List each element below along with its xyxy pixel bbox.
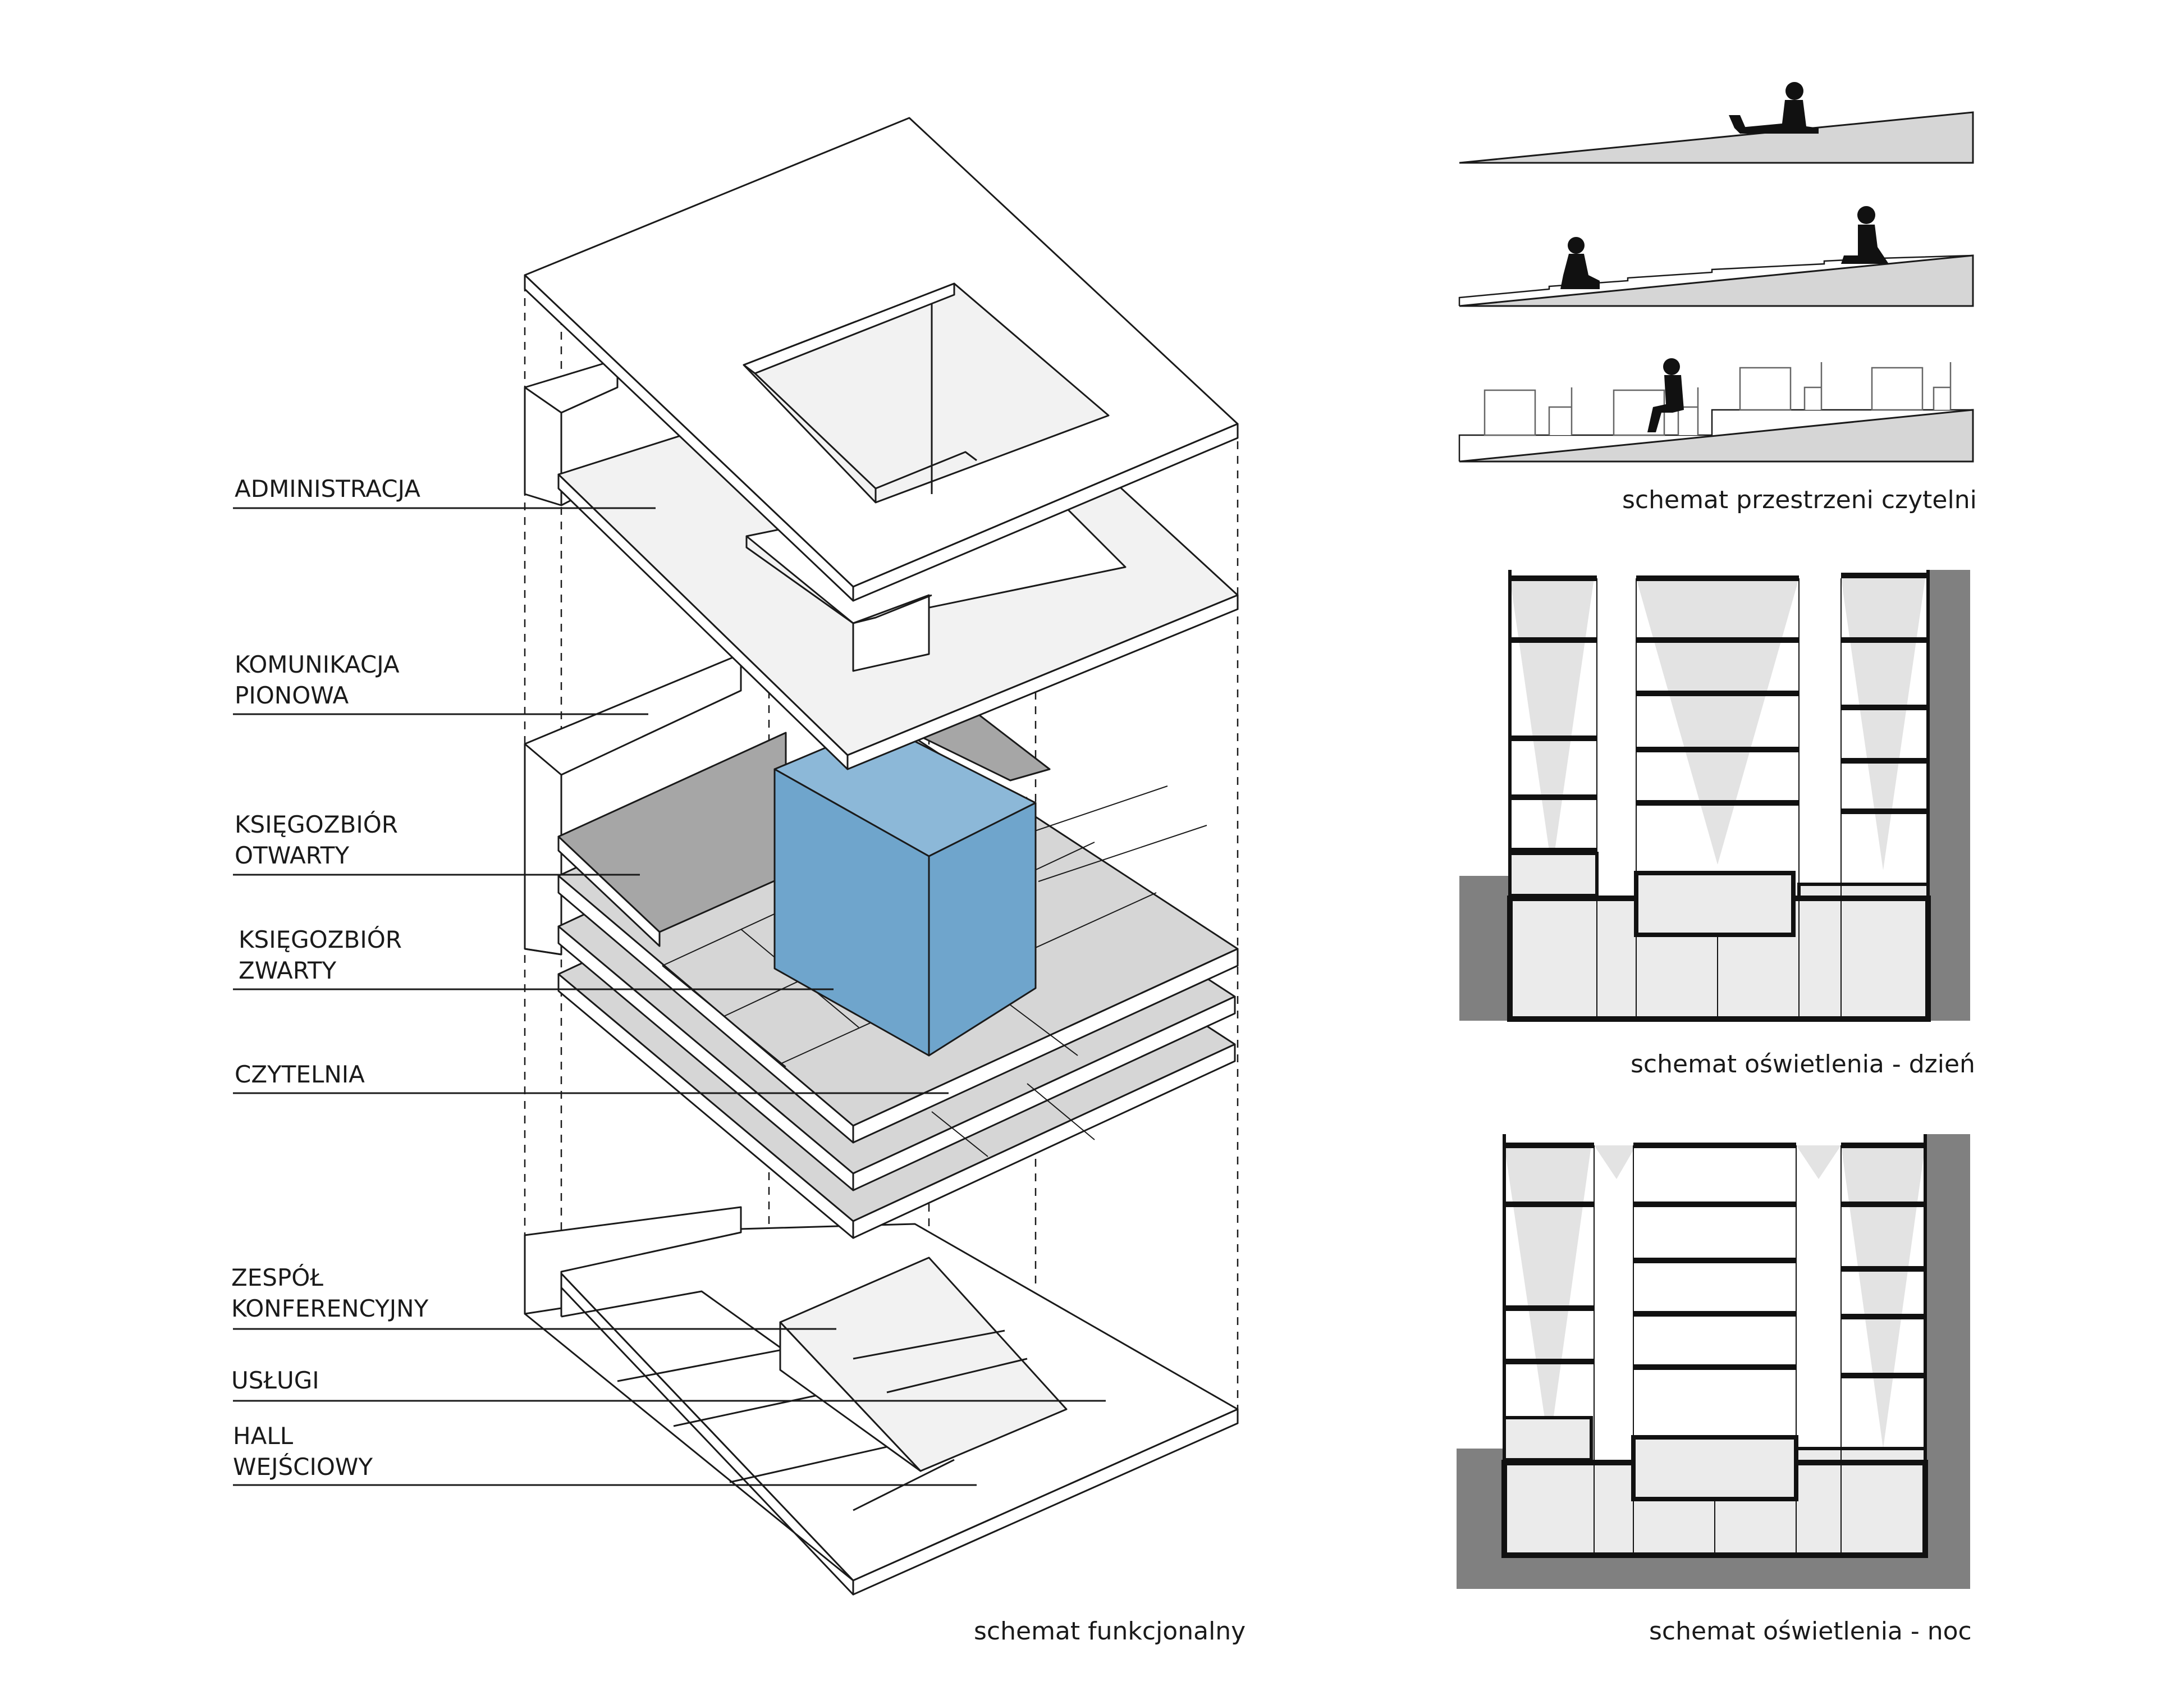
label-otwarty-line1: KSIĘGOZBIÓR bbox=[235, 810, 398, 838]
label-zespol-line2: KONFERENCYJNY bbox=[231, 1295, 429, 1322]
lighting-night-section bbox=[1457, 1134, 1970, 1589]
caption-functional: schemat funkcjonalny bbox=[974, 1617, 1246, 1646]
caption-lighting-night: schemat oświetlenia - noc bbox=[1649, 1617, 1972, 1646]
label-zwarty-line1: KSIĘGOZBIÓR bbox=[239, 925, 402, 953]
label-komunikacja-line1: KOMUNIKACJA bbox=[235, 651, 400, 678]
person-lying-icon bbox=[1729, 82, 1819, 134]
exploded-axonometric bbox=[233, 118, 1238, 1595]
label-czytelnia: CZYTELNIA bbox=[235, 1061, 365, 1088]
caption-lighting-day: schemat oświetlenia - dzień bbox=[1631, 1050, 1975, 1079]
reading-slope-2 bbox=[1459, 255, 1973, 306]
label-uslugi: USŁUGI bbox=[231, 1367, 319, 1394]
label-zespol-line1: ZESPÓŁ bbox=[231, 1263, 323, 1291]
label-administracja: ADMINISTRACJA bbox=[235, 475, 420, 502]
label-hall-line2: WEJŚCIOWY bbox=[233, 1452, 373, 1481]
lighting-day-section bbox=[1459, 570, 1970, 1021]
reading-space-schemes bbox=[1459, 82, 1973, 462]
label-komunikacja-line2: PIONOWA bbox=[235, 682, 349, 709]
label-zwarty-line2: ZWARTY bbox=[239, 957, 337, 984]
label-hall-line1: HALL bbox=[233, 1422, 294, 1450]
caption-reading-space: schemat przestrzeni czytelni bbox=[1622, 486, 1977, 514]
label-otwarty-line2: OTWARTY bbox=[235, 842, 349, 869]
reading-slope-1 bbox=[1459, 112, 1973, 163]
